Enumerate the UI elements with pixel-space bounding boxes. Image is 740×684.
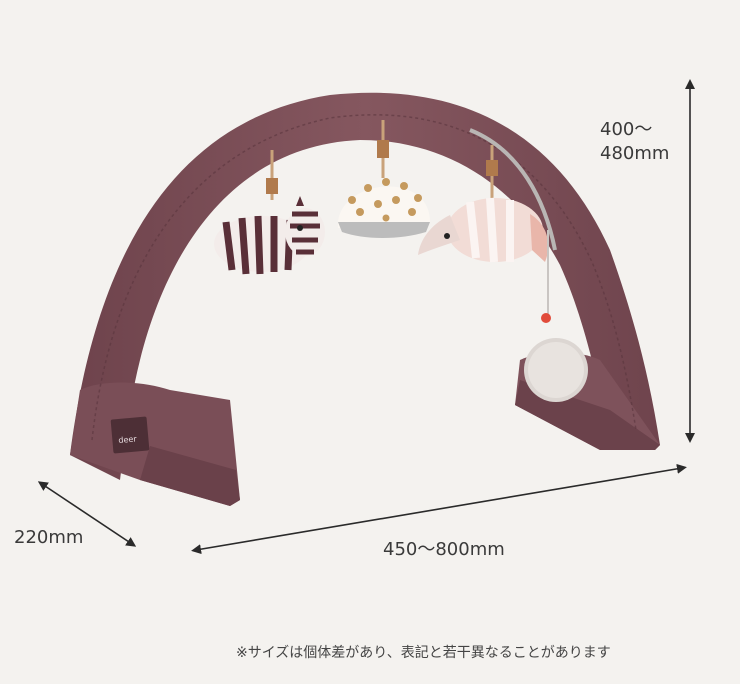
dotted-dome-toy-icon	[337, 178, 430, 238]
brand-tag	[110, 416, 150, 454]
mirror-disc-icon	[524, 230, 588, 402]
width-dimension-label: 450〜800mm	[383, 539, 505, 560]
size-disclaimer-note: ※サイズは個体差があり、表記と若干異なることがあります	[236, 645, 611, 661]
height-max-text: 480mm	[600, 143, 670, 164]
play-arch: deer	[70, 92, 660, 506]
zebra-toy-icon	[214, 196, 325, 275]
height-min-text: 400〜	[600, 119, 653, 140]
width-arrow	[191, 463, 687, 555]
depth-arrow	[37, 481, 137, 547]
height-dimension-label: 400〜 480mm	[600, 118, 669, 166]
brand-tag-label: deer	[118, 434, 138, 445]
arch-band	[70, 92, 660, 480]
depth-dimension-label: 220mm	[14, 527, 84, 548]
dimension-arrows	[37, 79, 695, 555]
anteater-toy-icon	[418, 197, 549, 263]
hanging-straps	[266, 120, 498, 200]
